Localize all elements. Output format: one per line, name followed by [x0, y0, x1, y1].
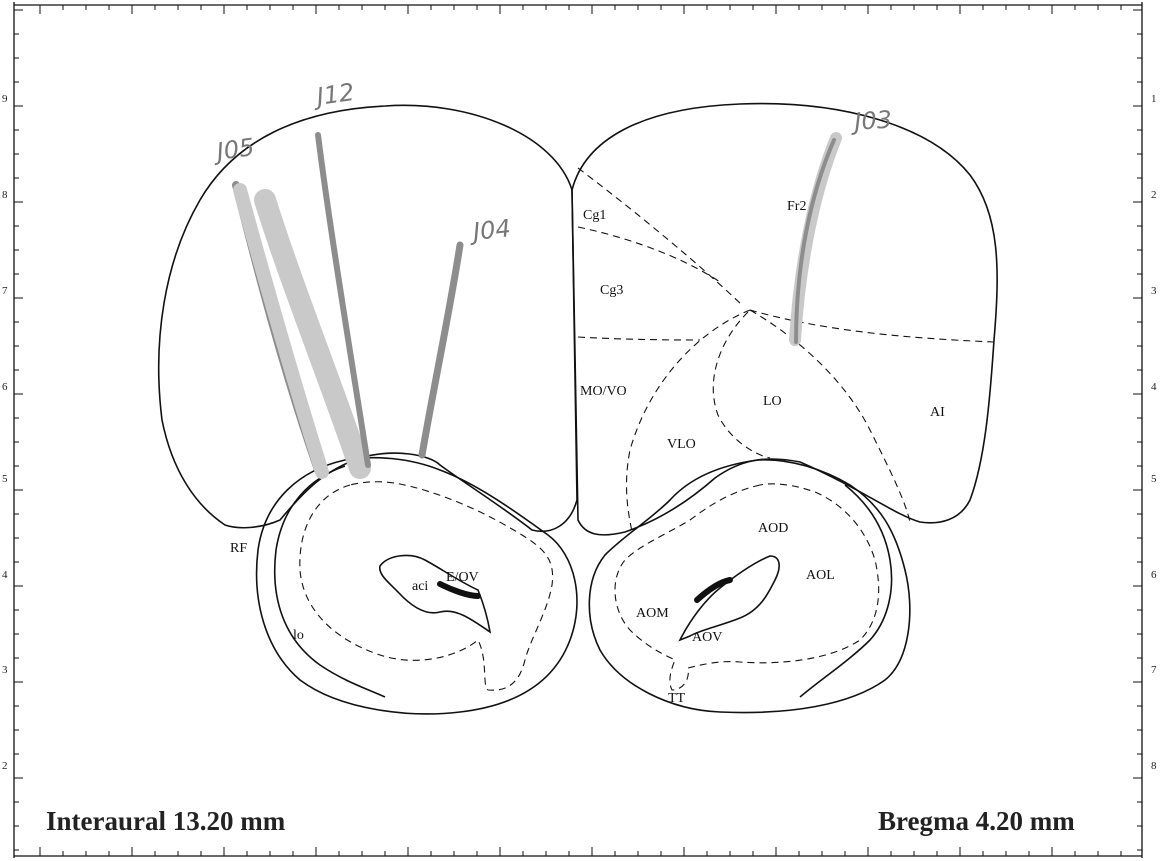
region-aci-label: aci: [412, 579, 428, 594]
cg3-movo-boundary: [578, 337, 700, 340]
handwritten-j05-label: J05: [211, 133, 256, 167]
right-scale-label: 8: [1151, 760, 1157, 772]
interaural-coordinate: Interaural 13.20 mm: [46, 806, 286, 836]
region-aol-label: AOL: [806, 568, 835, 583]
region-vlo-label: VLO: [667, 437, 696, 452]
left-lo-layer: [275, 466, 385, 697]
region-rf-label: RF: [230, 541, 247, 556]
region-aod-label: AOD: [758, 521, 788, 536]
left-scale-label: 7: [2, 285, 8, 297]
electrode-tracks: [236, 135, 836, 472]
region-cg3-label: Cg3: [600, 283, 623, 298]
vlo-lo-boundary: [713, 312, 770, 458]
handwritten-j12-label: J12: [311, 78, 356, 112]
right-eov-mark: [697, 580, 730, 600]
right-scale-label: 7: [1151, 664, 1157, 676]
left-eov-mark: [440, 584, 478, 596]
region-lo-label: LO: [763, 394, 782, 409]
scale-ticks: [14, 5, 1142, 856]
right-scale-label: 5: [1151, 473, 1157, 485]
region-cg1-label: Cg1: [583, 208, 606, 223]
right-lateral-layer: [800, 485, 892, 697]
region-lo-tract-label: lo: [293, 628, 304, 643]
cg1-cg3-boundary: [578, 227, 720, 282]
left-scale-label: 6: [2, 381, 8, 393]
frame: [14, 2, 1142, 858]
right-hemisphere-outline: [572, 104, 997, 535]
left-scale: 9 8 7 6 5 4 3 2: [2, 93, 8, 772]
left-scale-label: 2: [2, 760, 8, 772]
handwritten-j04-label: J04: [468, 214, 512, 246]
right-scale-label: 1: [1151, 93, 1157, 105]
region-tt-label: TT: [668, 691, 686, 706]
left-scale-label: 8: [2, 189, 8, 201]
right-scale-label: 4: [1151, 381, 1157, 393]
right-olfactory-bulb-outline: [589, 460, 910, 713]
region-eov-label: E/OV: [446, 570, 479, 585]
right-scale-label: 6: [1151, 569, 1157, 581]
fr2-ai-boundary: [750, 310, 994, 342]
bregma-coordinate: Bregma 4.20 mm: [878, 806, 1075, 836]
region-aov-label: AOV: [692, 630, 722, 645]
track-j03-shading: [795, 138, 836, 340]
handwritten-j03-label: J03: [849, 105, 892, 136]
left-scale-label: 9: [2, 93, 8, 105]
region-movo-label: MO/VO: [580, 384, 627, 399]
right-scale-label: 3: [1151, 285, 1157, 297]
left-scale-label: 4: [2, 569, 8, 581]
region-ai-label: AI: [930, 405, 945, 420]
left-scale-label: 3: [2, 664, 8, 676]
track-j04: [422, 245, 460, 455]
right-scale-label: 2: [1151, 189, 1157, 201]
region-fr2-label: Fr2: [787, 199, 806, 214]
region-aom-label: AOM: [636, 606, 669, 621]
lo-ai-boundary: [750, 310, 910, 522]
left-scale-label: 5: [2, 473, 8, 485]
right-scale: 1 2 3 4 5 6 7 8: [1151, 93, 1157, 772]
